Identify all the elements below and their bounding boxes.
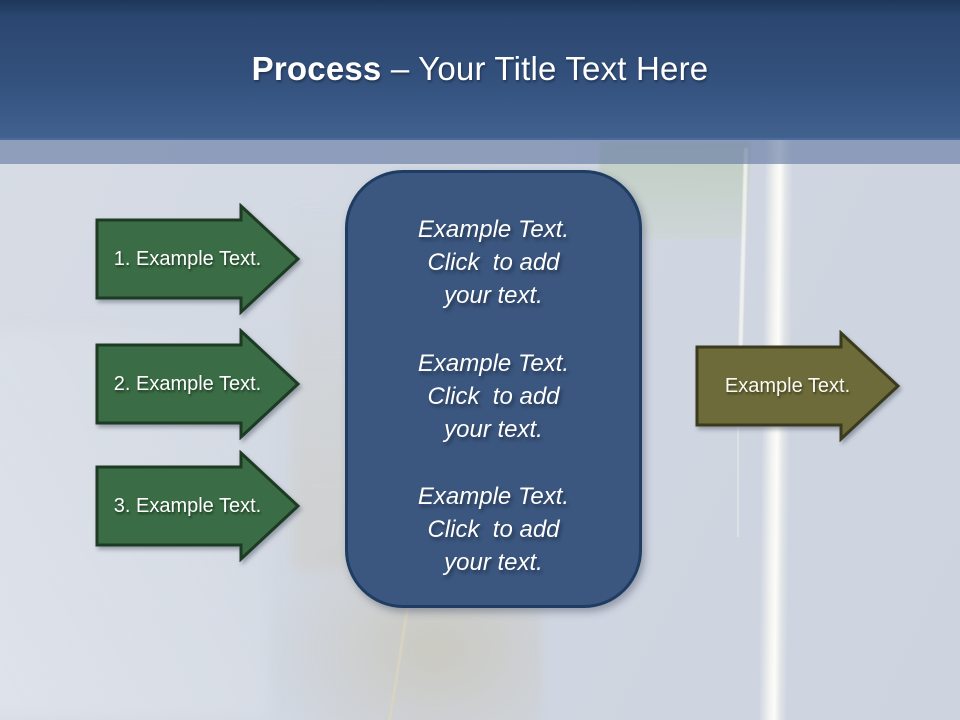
right-arrow-shape — [95, 450, 301, 562]
result-arrow[interactable]: Example Text. — [695, 330, 901, 442]
text-line: your text. — [444, 282, 543, 309]
step-label: 2. Example Text. — [113, 372, 262, 395]
text-line: Example Text. — [417, 483, 570, 510]
background-flag-rope-lower — [737, 362, 739, 537]
title-keyword: Process — [251, 50, 382, 87]
text-line: your text. — [444, 415, 543, 443]
text-line: Click to add — [427, 516, 560, 543]
step-label: 1. Example Text. — [113, 247, 262, 270]
page-title[interactable]: Process – Your Title Text Here — [252, 50, 709, 88]
text-paragraph-1: Example Text. Click to add your text. — [360, 213, 627, 312]
title-subtitle: – Your Title Text Here — [390, 50, 709, 87]
text-paragraph-2: Example Text. Click to add your text. — [360, 347, 627, 446]
right-arrow-shape — [95, 328, 301, 440]
text-line: Click to add — [427, 382, 560, 410]
step-arrow-3[interactable]: 3. Example Text. — [95, 450, 301, 562]
text-paragraph-3: Example Text. Click to add your text. — [360, 480, 627, 579]
step-arrow-1[interactable]: 1. Example Text. — [95, 203, 301, 315]
step-arrow-2[interactable]: 2. Example Text. — [95, 328, 301, 440]
right-arrow-shape — [695, 330, 901, 442]
center-text-box[interactable]: Example Text. Click to add your text. Ex… — [345, 170, 642, 608]
text-line: Example Text. — [417, 349, 570, 377]
step-label: 3. Example Text. — [113, 494, 262, 517]
right-arrow-shape — [95, 203, 301, 315]
text-line: Example Text. — [417, 216, 570, 243]
text-line: your text. — [444, 549, 543, 576]
text-line: Click to add — [427, 249, 560, 276]
title-bar: Process – Your Title Text Here — [0, 0, 960, 140]
result-label: Example Text. — [724, 374, 851, 397]
header-divider-band — [0, 140, 960, 164]
